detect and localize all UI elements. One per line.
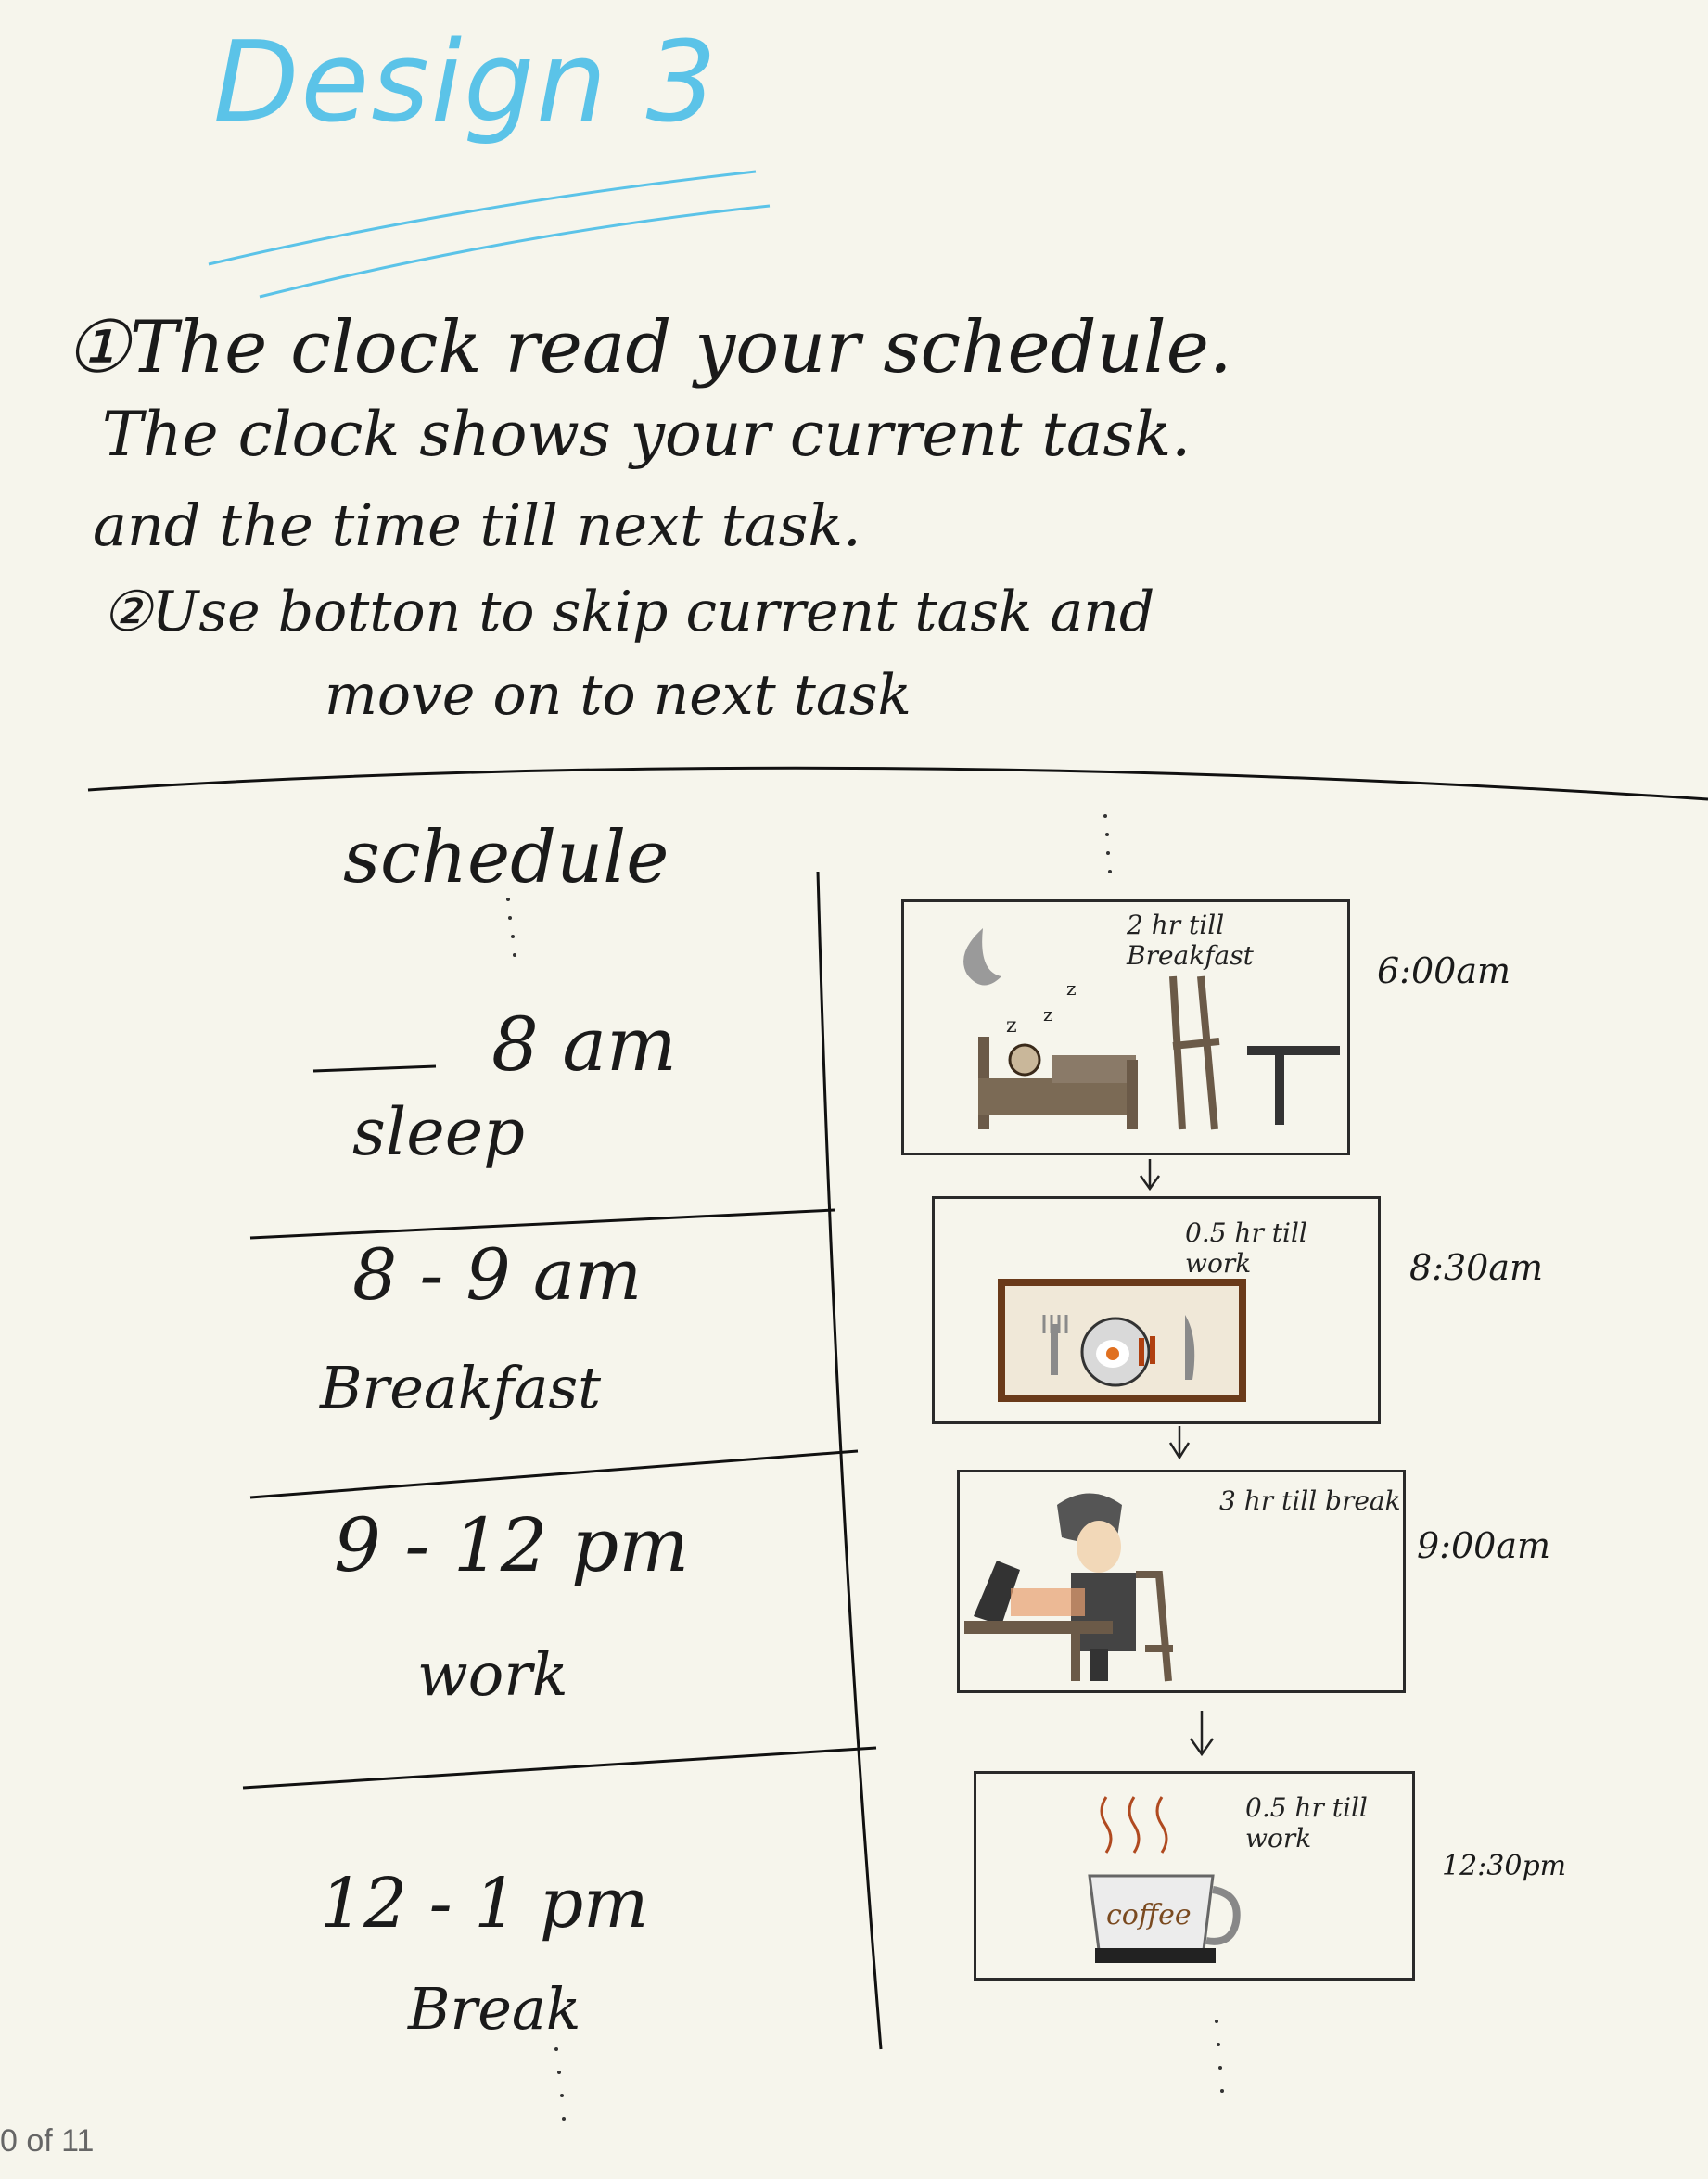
schedule-time-3: 9 - 12 pm bbox=[334, 1502, 690, 1588]
schedule-task-4: Break bbox=[408, 1975, 581, 2043]
svg-text:z: z bbox=[1043, 1003, 1053, 1026]
schedule-heading: schedule bbox=[343, 816, 669, 899]
schedule-time-4: 12 - 1 pm bbox=[320, 1864, 649, 1943]
schedule-time-2: 8 - 9 am bbox=[352, 1233, 643, 1316]
clock-frame: 0.5 hr till work coffee bbox=[974, 1771, 1415, 1981]
page-title: Design 3 bbox=[213, 19, 719, 147]
note-line-4: ②Use botton to skip current task and bbox=[102, 580, 1155, 644]
note-line-5: move on to next task bbox=[325, 663, 911, 728]
svg-text:z: z bbox=[1006, 1014, 1017, 1038]
frame-time: 9:00am bbox=[1417, 1525, 1551, 1566]
till-text: 0.5 hr till work bbox=[1245, 1792, 1368, 1854]
schedule-task-2: Breakfast bbox=[320, 1354, 602, 1421]
sleeping-bed-icon: z z z bbox=[963, 928, 1340, 1130]
breakfast-plate-icon bbox=[998, 1279, 1246, 1402]
frame-time: 8:30am bbox=[1409, 1247, 1544, 1288]
cup-label: coffee bbox=[1106, 1899, 1192, 1931]
till-text: 3 hr till break bbox=[1219, 1485, 1401, 1516]
schedule-task-1: sleep bbox=[352, 1094, 525, 1170]
schedule-task-3: work bbox=[417, 1641, 568, 1710]
svg-text:z: z bbox=[1066, 977, 1077, 1000]
note-line-1: ①The clock read your schedule. bbox=[65, 306, 1232, 389]
clock-frame: 3 hr till break bbox=[957, 1470, 1406, 1693]
frame-time: 6:00am bbox=[1377, 950, 1511, 991]
schedule-time-1: 8 am bbox=[491, 1001, 677, 1088]
clock-frame: 2 hr till Breakfast z z z bbox=[901, 899, 1350, 1155]
till-text: 2 hr till Breakfast bbox=[1127, 910, 1254, 971]
page-indicator: 0 of 11 bbox=[0, 2123, 95, 2159]
frame-time: 12:30pm bbox=[1442, 1850, 1567, 1882]
note-line-2: The clock shows your current task. bbox=[102, 399, 1192, 470]
coffee-cup-icon bbox=[1088, 1796, 1241, 1963]
till-text: 0.5 hr till work bbox=[1185, 1217, 1307, 1279]
clock-frame: 0.5 hr till work bbox=[932, 1196, 1381, 1424]
note-line-3: and the time till next task. bbox=[93, 491, 861, 559]
working-desk-icon bbox=[964, 1493, 1173, 1682]
